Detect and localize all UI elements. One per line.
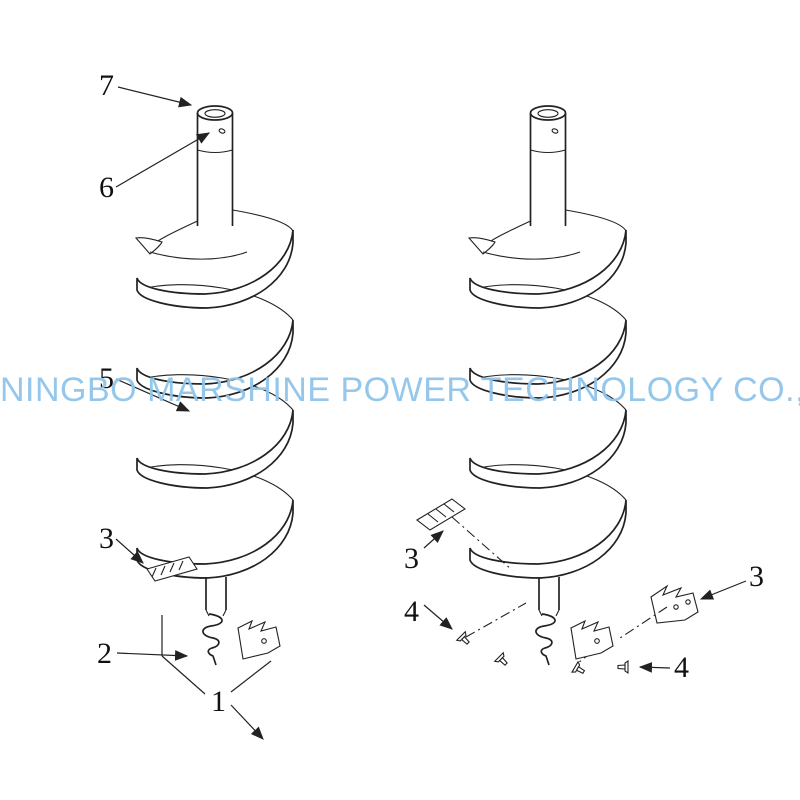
mounting-plate <box>570 619 614 660</box>
flight-band <box>136 229 294 309</box>
flight-back-edge <box>136 374 294 411</box>
callout-3-label: 3 <box>749 560 764 593</box>
leader-3 <box>115 538 144 564</box>
pilot-tip <box>202 577 227 666</box>
pin-hole <box>551 128 559 134</box>
callout-2-label: 2 <box>97 637 112 670</box>
callout-1-label: 1 <box>211 685 226 718</box>
flight-band <box>136 319 294 399</box>
pin-hole <box>218 128 226 134</box>
callout-4-label: 4 <box>404 595 419 628</box>
cutting-blade <box>146 556 198 582</box>
leader-4 <box>423 604 453 630</box>
callout-6-label: 6 <box>99 171 114 204</box>
assembly-axis <box>451 516 513 571</box>
flight-back-edge <box>469 374 627 411</box>
leader-1 <box>230 704 264 740</box>
pilot-tip <box>535 577 560 666</box>
callout-5-label: 5 <box>99 362 114 395</box>
assembly-axis <box>616 606 668 641</box>
right-auger: 3 4 3 4 <box>404 105 764 684</box>
leader-5 <box>115 378 191 412</box>
callout-4-label: 4 <box>674 651 689 684</box>
mounting-plate <box>237 619 281 660</box>
assembly-axis <box>465 602 527 638</box>
leader-2 <box>116 650 189 661</box>
leader-1 <box>230 660 272 693</box>
screw <box>571 660 586 675</box>
company-watermark: NINGBO MARSHINE POWER TECHNOLOGY CO.,LTD… <box>0 371 800 409</box>
callout-7-label: 7 <box>99 69 114 102</box>
callout-3-label: 3 <box>404 542 419 575</box>
callout-3-label: 3 <box>99 522 114 555</box>
flight-back-edge <box>469 464 627 501</box>
screw <box>493 651 508 666</box>
leader-1 <box>161 655 206 695</box>
flight-tail <box>467 209 627 260</box>
left-auger: 7 6 5 3 2 1 <box>97 69 294 740</box>
drive-tube <box>196 105 234 226</box>
leader-4 <box>638 662 671 673</box>
flight-band <box>469 319 627 399</box>
leader-6 <box>115 132 211 188</box>
flight-band <box>469 499 627 579</box>
flight-band <box>136 409 294 489</box>
flight-back-edge <box>136 284 294 321</box>
drive-tube <box>529 105 567 226</box>
leader-3 <box>423 530 444 549</box>
flight-band <box>469 229 627 309</box>
screw <box>455 630 470 645</box>
flight-band <box>469 409 627 489</box>
flight-tail <box>134 209 294 260</box>
flight-back-edge <box>469 284 627 321</box>
mounting-plate-detached <box>650 584 699 624</box>
leader-7 <box>117 86 193 108</box>
leader-3 <box>699 580 747 600</box>
cutting-blade-detached <box>416 498 466 531</box>
screw <box>617 659 629 675</box>
flight-back-edge <box>136 464 294 501</box>
